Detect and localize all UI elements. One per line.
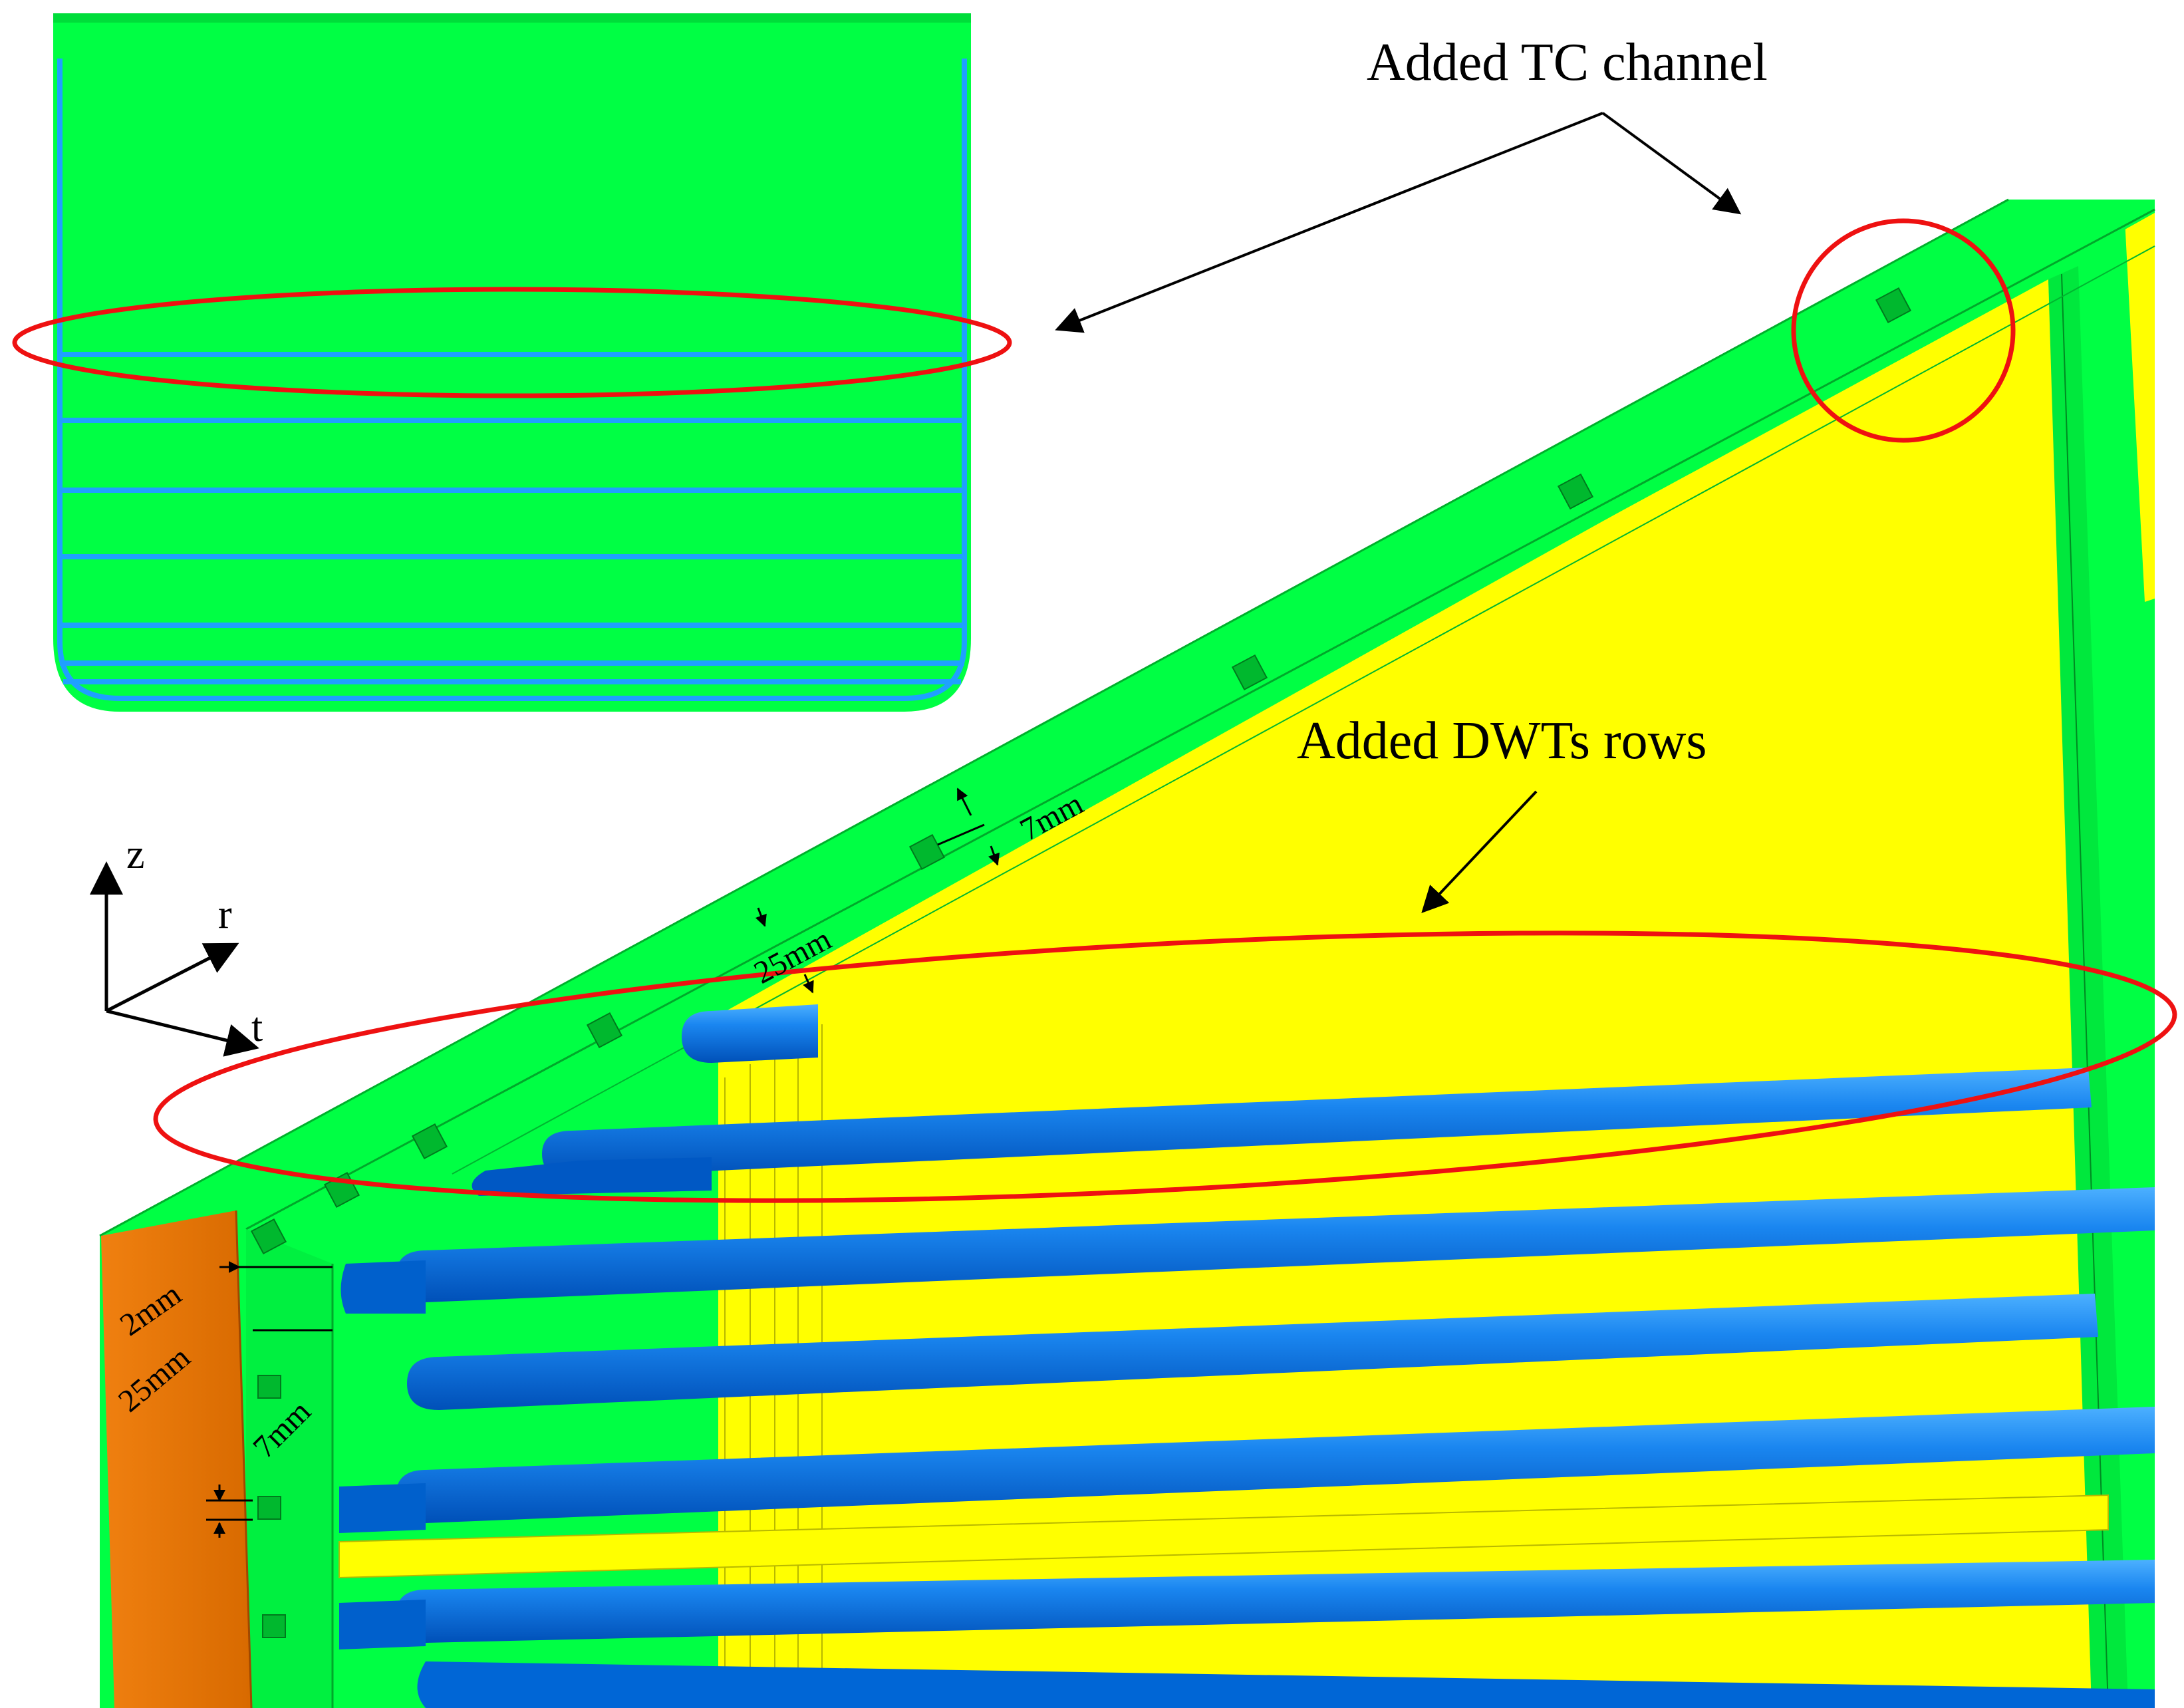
dwt-tube <box>339 1483 426 1533</box>
dwt-tube <box>417 1661 2155 1708</box>
dwt-tube <box>339 1600 426 1649</box>
cross-bar-yellow <box>339 1494 2109 1579</box>
axis-label-z: z <box>126 832 145 877</box>
label-added-dwts-rows: Added DWTs rows <box>1297 712 1707 770</box>
inclined-plate-top <box>100 200 2155 1236</box>
orange-side-face <box>101 1210 251 1708</box>
dwt-tube <box>396 1560 2155 1643</box>
inset-cross-section <box>12 13 1012 712</box>
inner-green-wall <box>246 1229 333 1708</box>
dwt-tube <box>407 1294 2098 1410</box>
right-frame <box>2048 266 2128 1708</box>
main-3d-view <box>99 198 2177 1708</box>
inset-plate <box>53 13 971 712</box>
axis-triad <box>90 861 259 1057</box>
axis-label-r: r <box>218 892 232 937</box>
callout-arrows <box>1055 112 1742 913</box>
dwt-tube <box>396 1407 2155 1523</box>
axis-label-t: t <box>251 1005 263 1050</box>
dwt-tube <box>341 1260 426 1314</box>
label-added-tc-channel: Added TC channel <box>1367 33 1768 92</box>
dwt-tube <box>542 1068 2092 1177</box>
dwt-tube <box>682 1004 818 1063</box>
tc-channel-highlight-ellipse <box>12 287 1012 398</box>
inset-top-edge <box>53 13 971 23</box>
right-yellow-strip <box>2125 206 2155 602</box>
tc-channel-circle <box>1791 218 2016 443</box>
dwt-rows-highlight-ellipse <box>153 930 2177 1203</box>
dimension-marks <box>206 787 1000 1538</box>
inset-channel-lines <box>57 59 967 701</box>
dwt-tube <box>472 1157 712 1196</box>
dwt-tube <box>396 1187 2155 1302</box>
dwt-tubes <box>339 1004 2155 1708</box>
